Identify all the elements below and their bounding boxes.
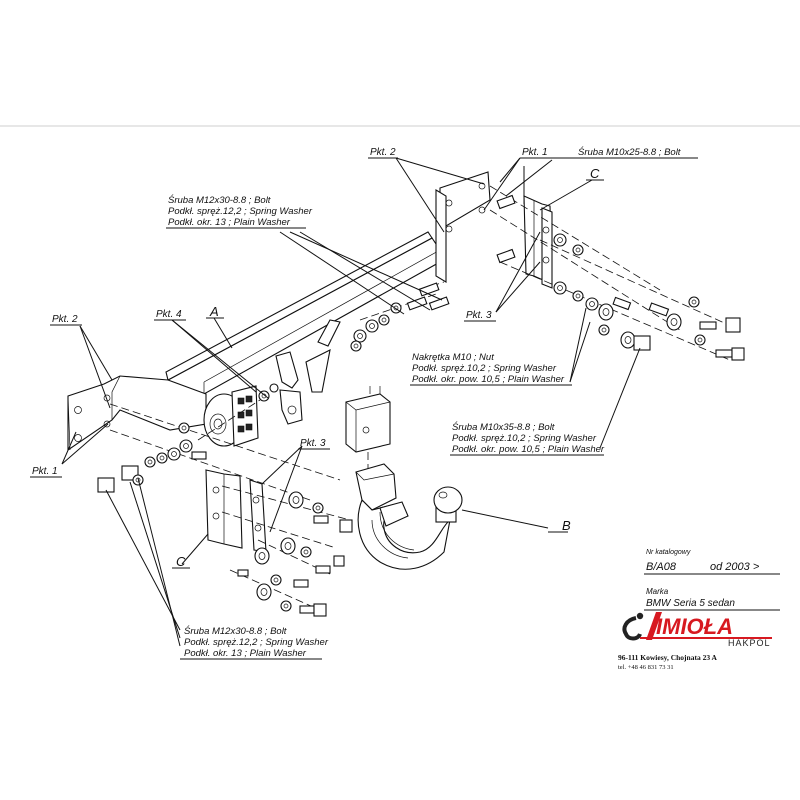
brand-hook-icon <box>622 612 772 641</box>
fasteners-bottom <box>237 491 353 617</box>
label-pkt3-right: Pkt. 3 <box>466 310 492 321</box>
assembly-guide-lines <box>109 185 741 611</box>
info-block: Nr katalogowy B/A08 od 2003 > Marka BMW … <box>644 549 780 611</box>
socket-plate <box>203 385 259 447</box>
note-bolt-m10x25: Śruba M10x25-8.8 ; Bolt <box>552 146 698 159</box>
note-line: Nakrętka M10 ; Nut <box>412 352 494 363</box>
brand-phone: tel. +48 46 831 73 31 <box>618 664 674 671</box>
bottom-flange-plate <box>205 469 267 553</box>
brand-address: 96-111 Kowiesy, Chojnata 23 A <box>618 653 718 662</box>
note-bolt-m12-bottom: Śruba M12x30-8.8 ; Bolt Podkł. spręż.12,… <box>180 625 329 660</box>
note-line: Podkł. okr. 13 ; Plain Washer <box>184 648 307 659</box>
note-line: Śruba M10x35-8.8 ; Bolt <box>452 421 555 433</box>
note-line: Podkł. spręż.12,2 ; Spring Washer <box>184 637 329 648</box>
letter-c-bottom: C <box>176 554 186 569</box>
note-line: Śruba M12x30-8.8 ; Bolt <box>168 194 271 206</box>
right-side-bracket <box>435 171 491 283</box>
letter-b: B <box>562 518 571 533</box>
label-pkt1-top: Pkt. 1 <box>522 147 548 158</box>
note-nut-m10: Nakrętka M10 ; Nut Podkł. spręż.10,2 ; S… <box>410 352 572 386</box>
note-line: Podkł. okr. 13 ; Plain Washer <box>168 217 291 228</box>
note-line: Podkł. spręż.12,2 ; Spring Washer <box>168 206 313 217</box>
ball-socket-housing <box>345 386 391 476</box>
note-line: Podkł. okr. pow. 10,5 ; Plain Washer <box>412 374 565 385</box>
fasteners-center <box>258 282 450 402</box>
date-from: od 2003 > <box>710 561 760 573</box>
label-pkt3-bottom: Pkt. 3 <box>300 438 326 449</box>
note-line: Śruba M10x25-8.8 ; Bolt <box>578 146 681 158</box>
fasteners-left <box>97 422 207 493</box>
catalog-number: B/A08 <box>646 561 677 573</box>
brand-sub: HAKPOL <box>728 638 771 648</box>
part-labels: Pkt. 2 Pkt. 1 Pkt. 3 Pkt. 2 Pkt. 1 Pkt. … <box>30 147 604 569</box>
detachable-tow-ball <box>355 463 463 570</box>
label-pkt2-left: Pkt. 2 <box>52 314 78 325</box>
note-line: Podkł. spręż.10,2 ; Spring Washer <box>452 433 597 444</box>
note-bolt-m10x35: Śruba M10x35-8.8 ; Bolt Podkł. spręż.10,… <box>450 421 605 456</box>
letter-c-top: C <box>590 166 600 181</box>
note-line: Podkł. spręż.10,2 ; Spring Washer <box>412 363 557 374</box>
label-pkt1-left: Pkt. 1 <box>32 466 58 477</box>
fasteners-top-right <box>496 194 745 361</box>
leader-lines <box>61 157 641 647</box>
note-line: Śruba M12x30-8.8 ; Bolt <box>184 625 287 637</box>
letter-a: A <box>209 304 219 319</box>
brand-logo: IMIOŁA HAKPOL 96-111 Kowiesy, Chojnata 2… <box>618 612 772 671</box>
label-pkt2-top: Pkt. 2 <box>370 147 396 158</box>
brand-name: IMIOŁA <box>656 614 733 639</box>
make-value: BMW Seria 5 sedan <box>646 598 735 609</box>
note-line: Podkł. okr. pow. 10,5 ; Plain Washer <box>452 444 605 455</box>
main-crossbar <box>165 231 441 425</box>
make-label: Marka <box>646 587 669 596</box>
note-bolt-m12-top: Śruba M12x30-8.8 ; Bolt Podkł. spręż.12,… <box>166 194 313 229</box>
label-pkt4: Pkt. 4 <box>156 309 182 320</box>
catalog-label: Nr katalogowy <box>646 549 691 556</box>
